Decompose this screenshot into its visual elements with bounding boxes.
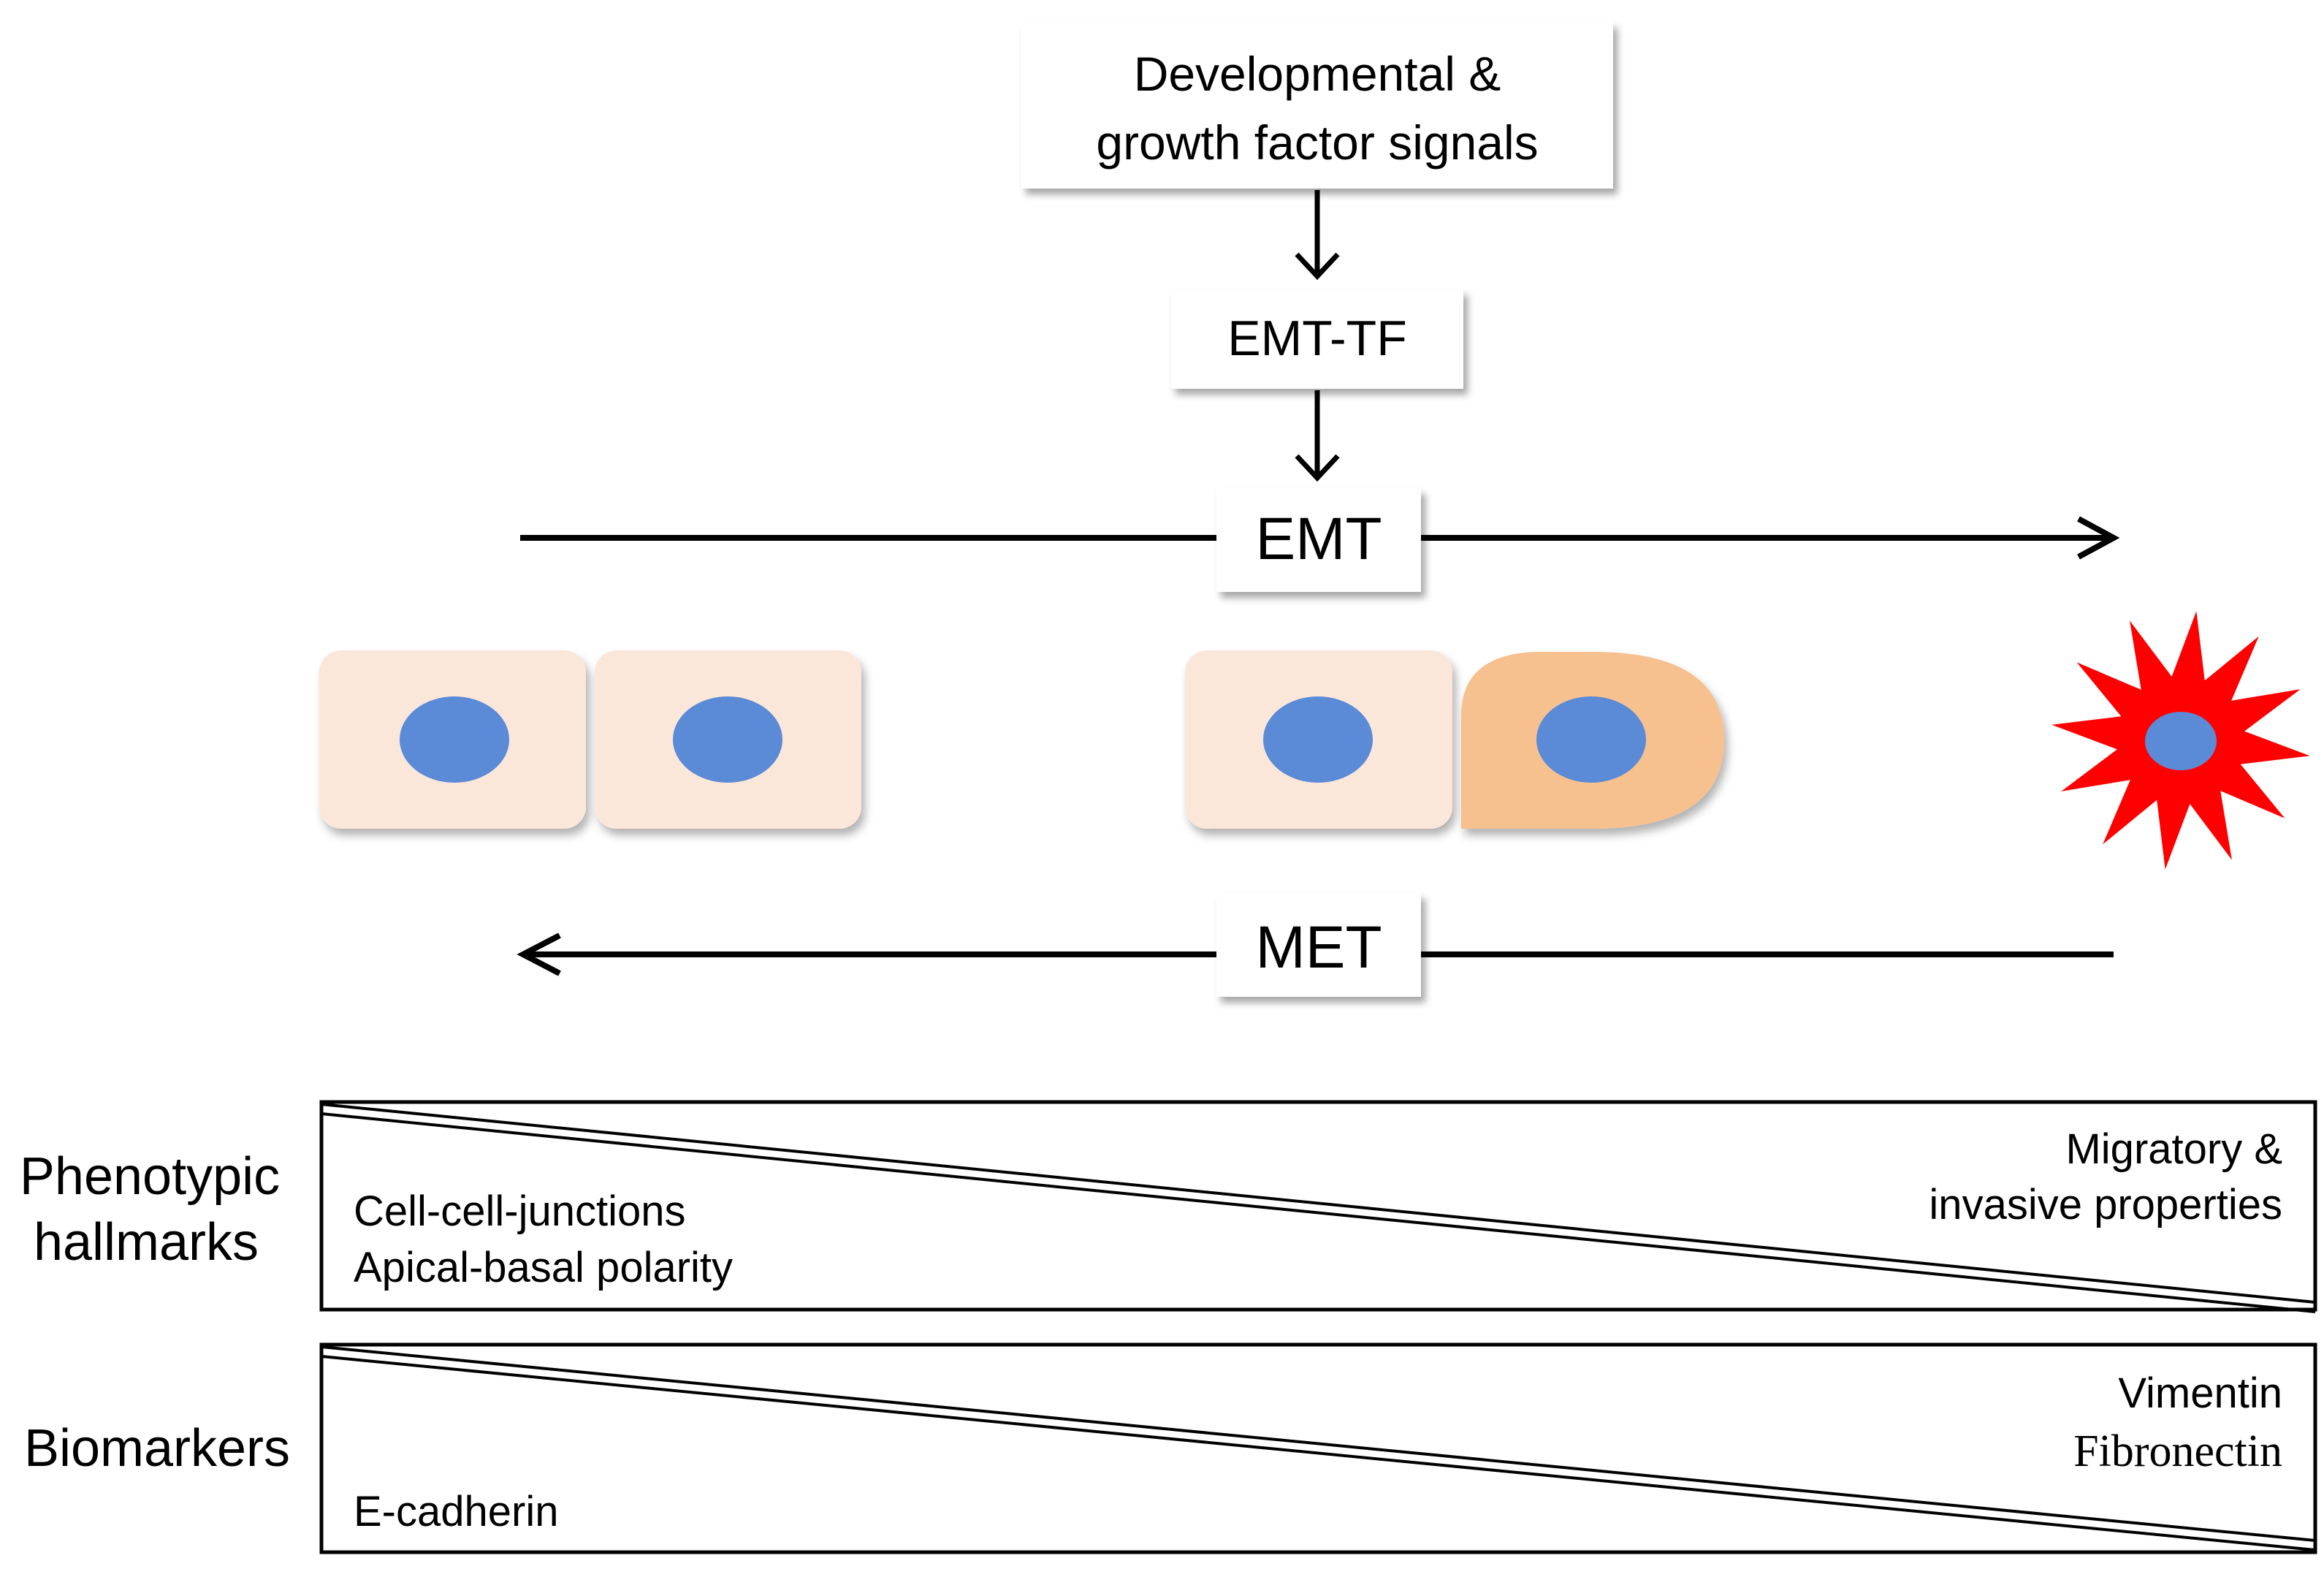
biomarkers-diagonal-2 <box>321 1355 2316 1551</box>
nucleus-3 <box>1263 696 1373 783</box>
epithelial-cells <box>319 650 861 829</box>
nucleus-5 <box>2145 712 2217 770</box>
biomarker-e-cadherin: E-cadherin <box>354 1488 558 1535</box>
biomarkers-wedge-box <box>319 1342 2317 1554</box>
signals-line-2: growth factor signals <box>1096 115 1538 170</box>
phenotypic-left-line-2: Apical-basal polarity <box>354 1244 733 1291</box>
phenotypic-right-line-2: invasive properties <box>1929 1181 2282 1228</box>
phenotypic-left-line-1: Cell-cell-junctions <box>354 1188 685 1235</box>
phenotypic-label-line-1: Phenotypic <box>20 1147 280 1206</box>
mesenchymal-cell <box>2051 611 2310 870</box>
signals-line-1: Developmental & <box>1134 47 1501 101</box>
emt-box-background <box>1216 488 1421 592</box>
signals-box-background <box>1021 22 1613 189</box>
phenotypic-label-line-2: hallmarks <box>34 1213 259 1272</box>
phenotypic-right-line-1: Migratory & <box>2065 1125 2282 1173</box>
emt-tf-box-background <box>1171 289 1463 389</box>
emt-label: EMT <box>1255 506 1382 572</box>
met-arrow <box>517 932 2114 976</box>
emt-tf-box: EMT-TF <box>1171 289 1463 389</box>
emt-tf-label: EMT-TF <box>1227 311 1407 366</box>
nucleus-4 <box>1536 696 1646 783</box>
met-label: MET <box>1255 914 1382 981</box>
phenotypic-wedge-box <box>319 1100 2317 1313</box>
biomarkers-frame <box>319 1342 2317 1554</box>
arrow-signals-to-emt-tf <box>1295 190 1340 281</box>
emt-box: EMT <box>1216 488 1421 592</box>
met-box-background <box>1216 893 1421 997</box>
transitional-cells <box>1185 650 1724 829</box>
phenotypic-diagonal-1 <box>321 1103 2316 1304</box>
signals-box: Developmental & growth factor signals <box>1021 22 1613 189</box>
biomarkers-label: Biomarkers <box>24 1419 290 1478</box>
biomarker-fibronectin: Fibronectin <box>2073 1426 2282 1476</box>
emt-arrow <box>520 516 2120 560</box>
nucleus-2 <box>673 696 782 783</box>
phenotypic-diagonal-2 <box>321 1112 2316 1313</box>
nucleus-1 <box>400 696 509 783</box>
arrow-emt-tf-to-emt <box>1295 390 1340 482</box>
phenotypic-frame <box>319 1100 2317 1312</box>
biomarkers-diagonal-1 <box>321 1345 2316 1542</box>
biomarker-vimentin: Vimentin <box>2118 1369 2282 1417</box>
met-box: MET <box>1216 893 1421 997</box>
